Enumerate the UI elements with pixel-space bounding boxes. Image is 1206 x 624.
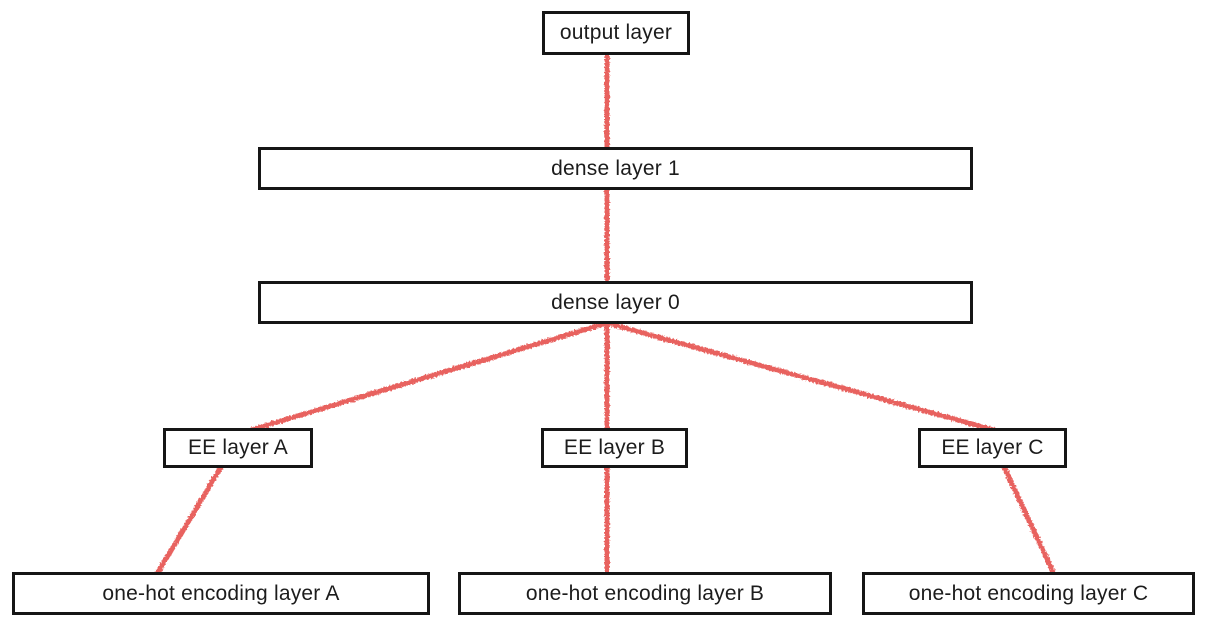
node-dense-layer-0: dense layer 0 bbox=[258, 281, 973, 324]
node-dense-layer-0-label: dense layer 0 bbox=[551, 290, 680, 314]
edge-eeA-ohA bbox=[154, 464, 224, 577]
node-output-layer-label: output layer bbox=[559, 21, 673, 44]
node-one-hot-encoding-layer-b-label: one-hot encoding layer B bbox=[525, 581, 765, 605]
node-ee-layer-c: EE layer C bbox=[918, 428, 1067, 468]
node-one-hot-encoding-layer-a: one-hot encoding layer A bbox=[12, 572, 430, 615]
edge-dense0-eeA bbox=[248, 320, 610, 433]
node-ee-layer-a: EE layer A bbox=[163, 428, 313, 468]
node-one-hot-encoding-layer-c: one-hot encoding layer C bbox=[862, 572, 1195, 615]
edge-dense0-eeC bbox=[604, 320, 997, 433]
node-one-hot-encoding-layer-a-label: one-hot encoding layer A bbox=[102, 581, 340, 605]
node-ee-layer-c-label: EE layer C bbox=[941, 436, 1044, 459]
node-ee-layer-a-label: EE layer A bbox=[187, 436, 289, 459]
edge-eeC-ohC bbox=[1001, 464, 1057, 577]
node-one-hot-encoding-layer-c-label: one-hot encoding layer C bbox=[908, 581, 1149, 605]
node-ee-layer-b: EE layer B bbox=[541, 428, 688, 468]
node-one-hot-encoding-layer-b: one-hot encoding layer B bbox=[458, 572, 832, 615]
node-dense-layer-1: dense layer 1 bbox=[258, 147, 973, 190]
node-output-layer: output layer bbox=[542, 11, 690, 55]
node-ee-layer-b-label: EE layer B bbox=[563, 436, 666, 459]
node-dense-layer-1-label: dense layer 1 bbox=[551, 156, 680, 180]
